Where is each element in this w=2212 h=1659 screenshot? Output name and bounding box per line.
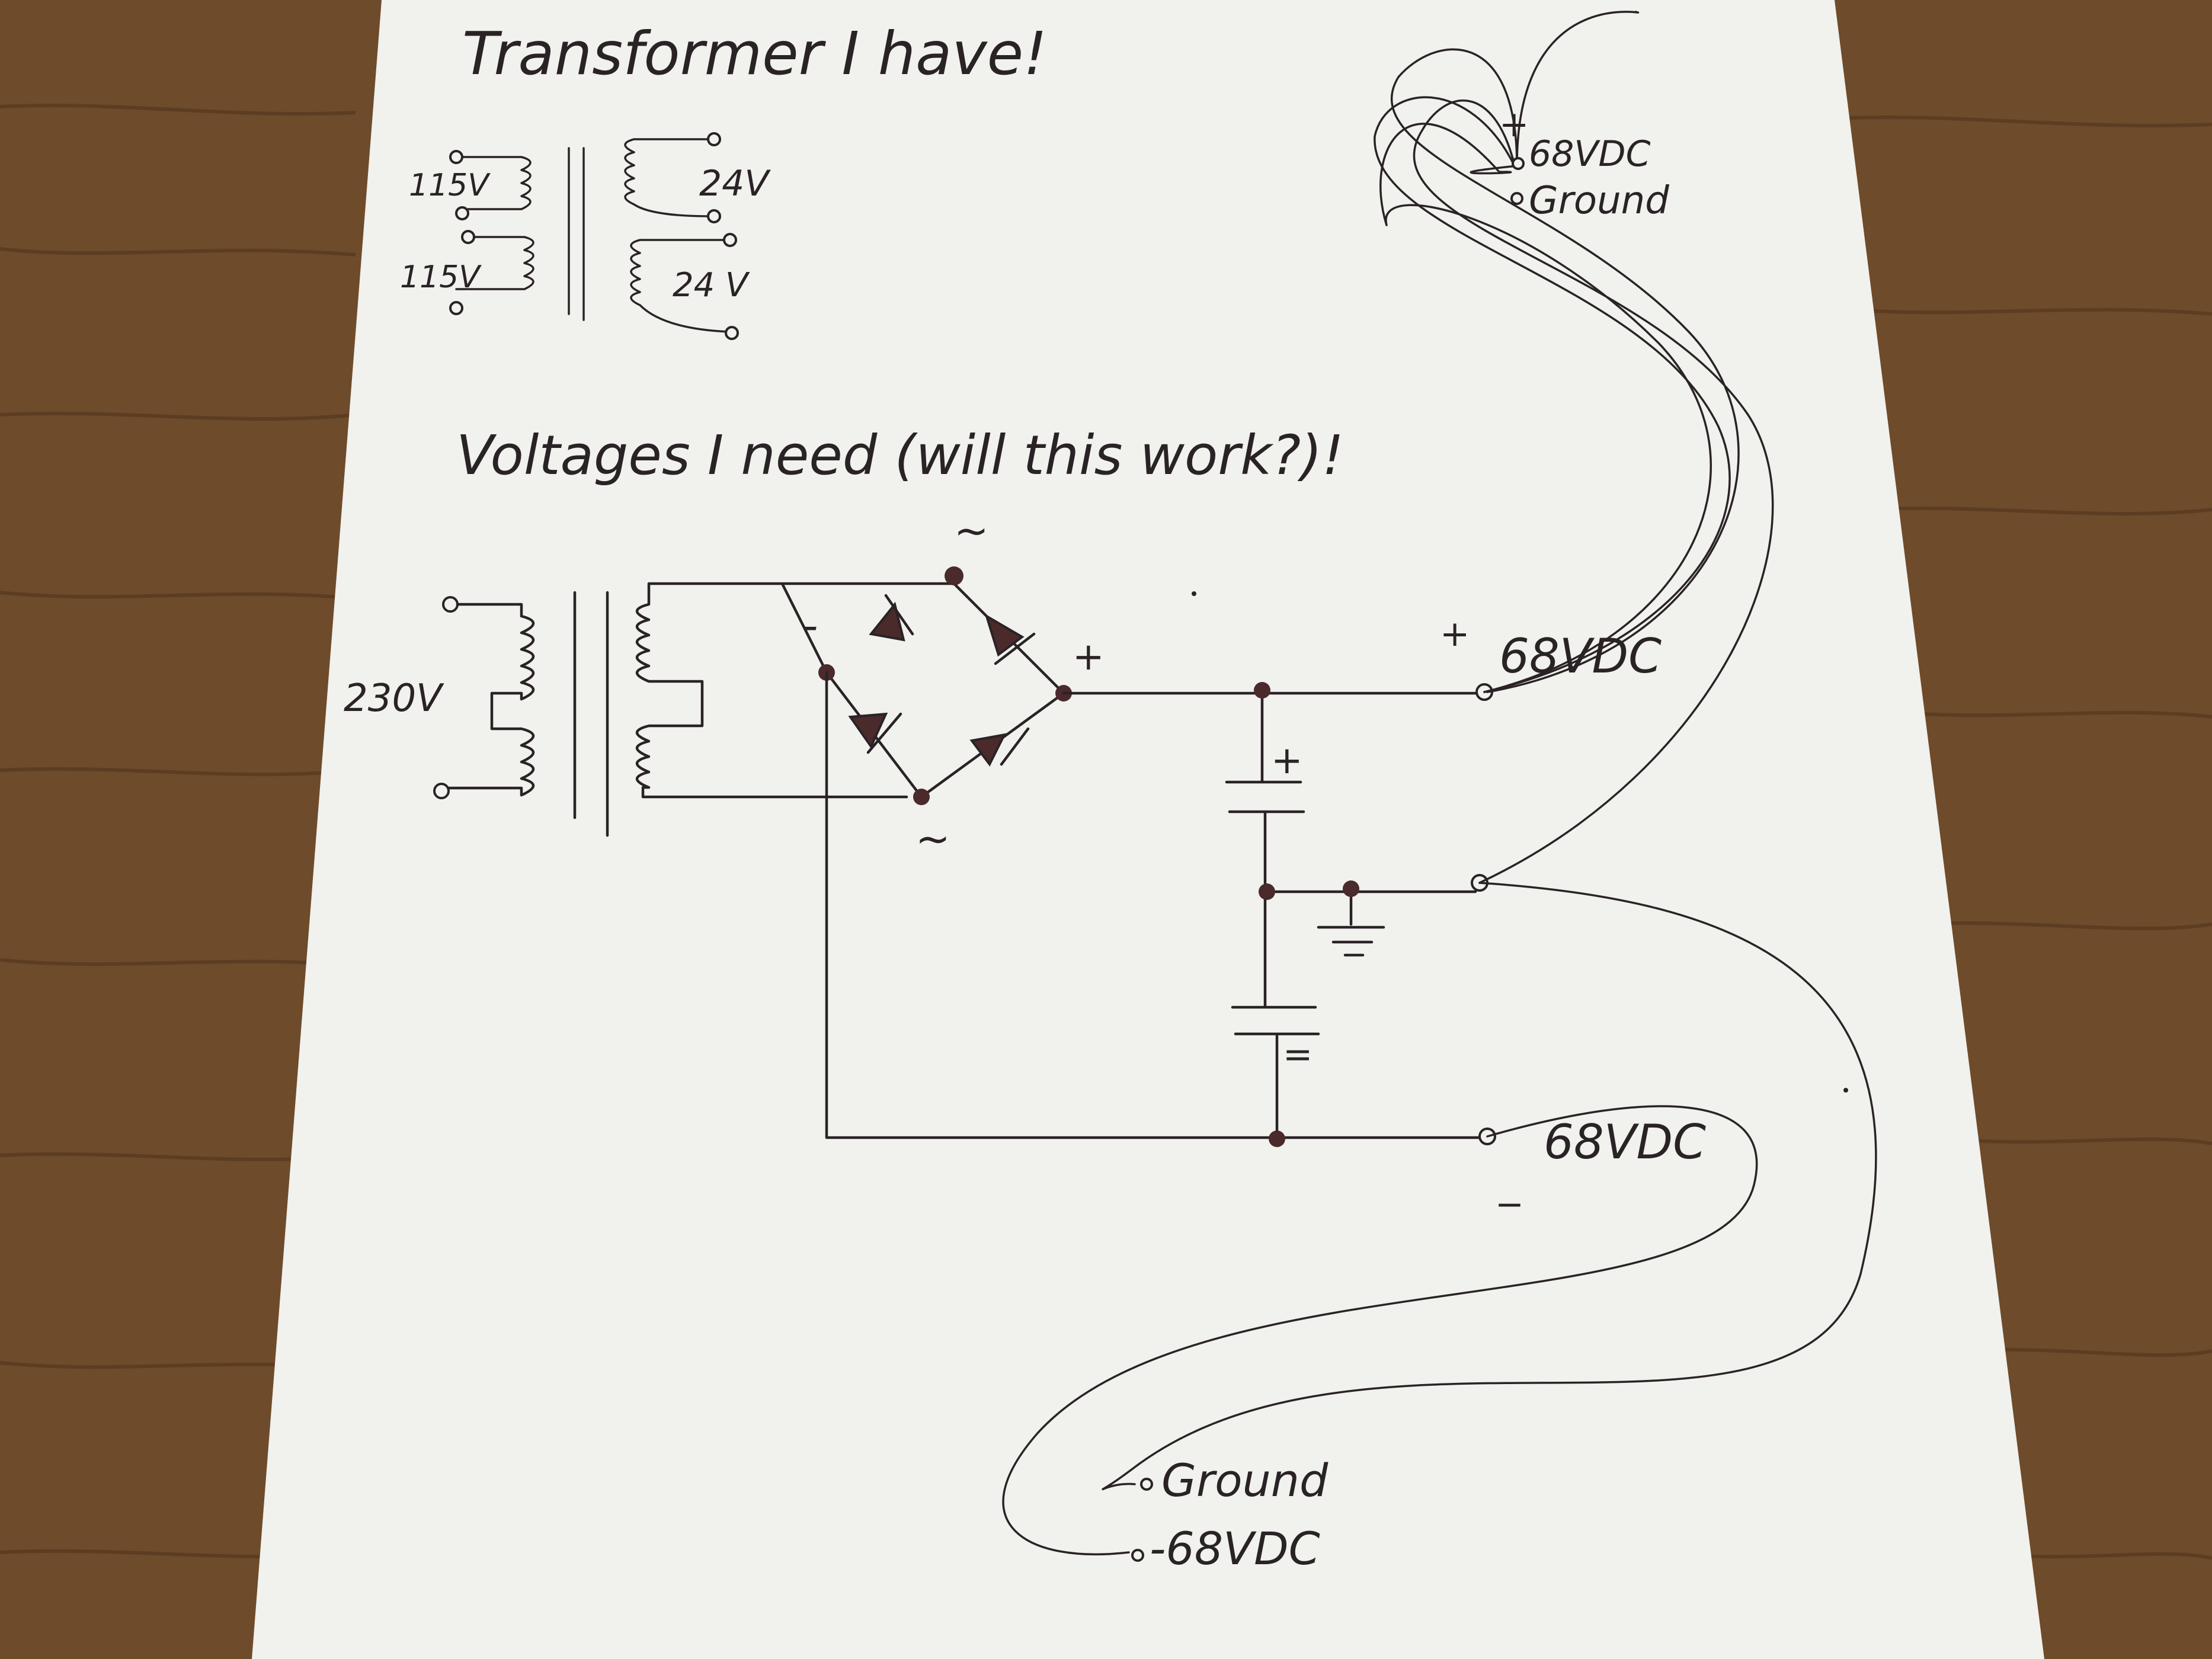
label-115v-bottom: 115V	[400, 260, 482, 295]
lower-connector	[1131, 1478, 1153, 1562]
dc-rails-and-capacitors	[825, 671, 1496, 1147]
upper-68vdc-label: 68VDC	[1529, 133, 1651, 175]
label-115v-top: 115V	[409, 168, 491, 203]
ac-symbol-top: ~	[954, 507, 989, 555]
small-transformer-symbol	[449, 132, 739, 340]
paper-sheet	[252, 0, 2044, 1659]
capacitor-plus-sign: +	[1271, 739, 1303, 783]
lower-ground-label: Ground	[1161, 1454, 1329, 1507]
label-230v: 230V	[344, 677, 444, 720]
upper-ground-label: Ground	[1529, 179, 1669, 223]
bridge-minus-sign: -	[803, 601, 818, 650]
capacitor-minus-sign: =	[1283, 1034, 1313, 1075]
heading-voltages-need: Voltages I need (will this work?)!	[456, 424, 1344, 487]
cable-to-upper-connector	[1374, 11, 1774, 884]
negative-output-label: 68VDC	[1544, 1114, 1706, 1170]
ac-symbol-bottom: ~	[915, 815, 950, 863]
positive-output-sign: +	[1440, 613, 1470, 655]
label-24v-top: 24V	[699, 163, 771, 204]
label-24v-bottom: 24 V	[673, 266, 750, 305]
lower-minus-68vdc-label: -68VDC	[1150, 1522, 1320, 1575]
negative-output-sign: _	[1499, 1158, 1520, 1207]
bridge-rectifier	[780, 566, 1072, 805]
bridge-plus-sign: +	[1073, 635, 1105, 679]
upper-plus-sign: +	[1499, 104, 1529, 145]
heading-transformer-have: Transformer I have!	[462, 19, 1047, 88]
main-transformer-symbol	[433, 582, 908, 837]
cable-to-lower-connector	[1002, 882, 1877, 1556]
upper-connector	[1510, 157, 1525, 205]
